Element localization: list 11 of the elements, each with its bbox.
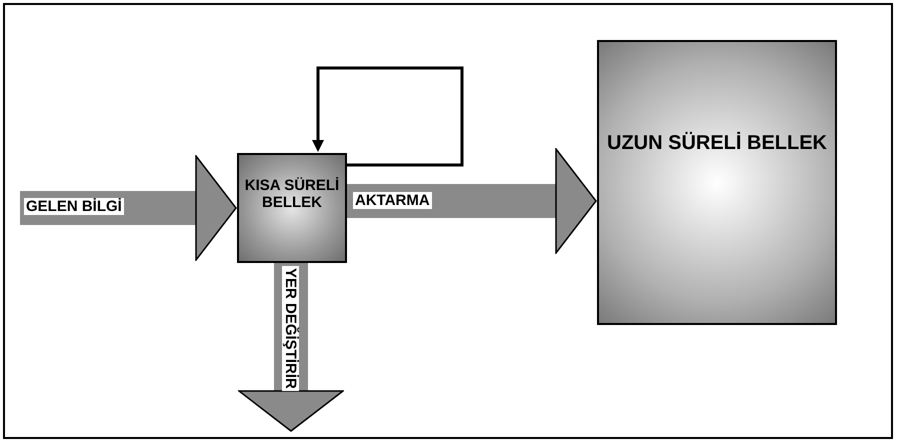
node-text: KISA SÜRELİ BELLEK bbox=[244, 177, 340, 211]
block-arrow bbox=[20, 155, 237, 261]
edge-label: GELEN BİLGİ bbox=[24, 198, 124, 215]
arrow bbox=[312, 66, 464, 166]
block-arrow bbox=[347, 148, 597, 254]
node-text: UZUN SÜRELİ BELLEK bbox=[607, 132, 827, 155]
edge-label: AKTARMA bbox=[353, 192, 432, 209]
block-arrow bbox=[238, 263, 344, 432]
edge-label: YER DEĞİŞTİRİR bbox=[282, 266, 299, 391]
memory-box bbox=[237, 153, 347, 263]
memory-box bbox=[597, 40, 837, 325]
